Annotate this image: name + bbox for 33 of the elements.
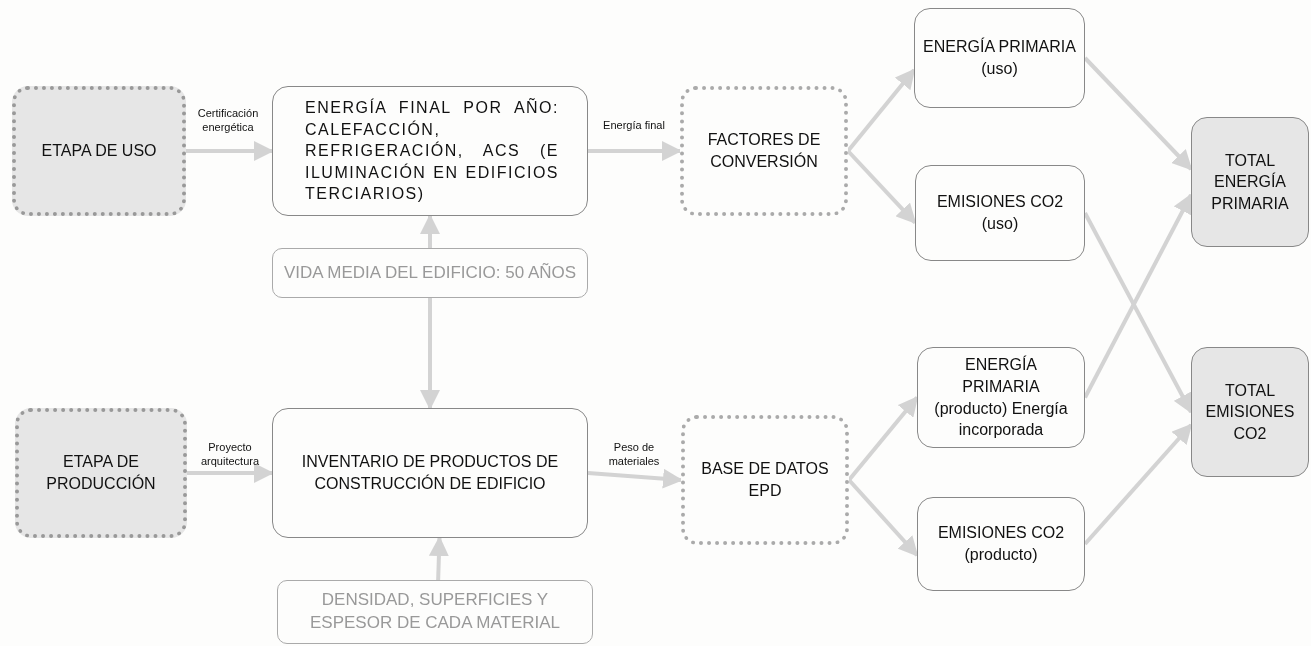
arrow xyxy=(428,536,449,581)
parameter-box: VIDA MEDIA DEL EDIFICIO: 50 AÑOS xyxy=(272,248,588,298)
edge-label: Proyecto arquitectura xyxy=(199,440,261,469)
arrow xyxy=(1083,193,1193,399)
result-box: ENERGÍA PRIMARIA (uso) xyxy=(914,8,1085,108)
arrow xyxy=(1083,423,1193,546)
edge-label: Peso de materiales xyxy=(607,440,661,469)
process-box: INVENTARIO DE PRODUCTOS DE CONSTRUCCIÓN DE EDIFICIO xyxy=(272,408,588,538)
database-box: BASE DE DATOS EPD xyxy=(681,415,849,545)
stage-box: ETAPA DE USO xyxy=(12,86,186,216)
arrow xyxy=(846,68,916,153)
result-box: ENERGÍA PRIMARIA (producto) Energía incorporada xyxy=(917,347,1085,448)
arrow xyxy=(1083,212,1193,414)
process-box: FACTORES DE CONVERSIÓN xyxy=(680,86,848,216)
arrow xyxy=(420,298,440,410)
result-box: EMISIONES CO2 (uso) xyxy=(915,165,1085,261)
arrow xyxy=(588,141,682,161)
arrow xyxy=(1083,56,1193,171)
result-box: EMISIONES CO2 (producto) xyxy=(917,497,1085,591)
process-box: ENERGÍA FINAL POR AÑO: CALEFACCIÓN, REFRIGERACIÓN, ACS (E ILUMINACIÓN EN EDIFICIOS TERCIARIOS) xyxy=(272,86,588,216)
total-box: TOTAL ENERGÍA PRIMARIA xyxy=(1191,117,1309,247)
arrow xyxy=(187,463,274,483)
edge-label: Certificación energética xyxy=(196,106,260,135)
arrow xyxy=(186,141,274,161)
arrow xyxy=(847,395,919,482)
total-box: TOTAL EMISIONES CO2 xyxy=(1191,347,1309,477)
arrow xyxy=(847,478,919,557)
arrow xyxy=(587,468,683,489)
edge-label: Energía final xyxy=(602,118,666,133)
arrow xyxy=(846,149,917,225)
arrow xyxy=(420,214,440,248)
parameter-box: DENSIDAD, SUPERFICIES Y ESPESOR DE CADA MATERIAL xyxy=(277,580,593,644)
stage-box: ETAPA DE PRODUCCIÓN xyxy=(15,408,187,538)
